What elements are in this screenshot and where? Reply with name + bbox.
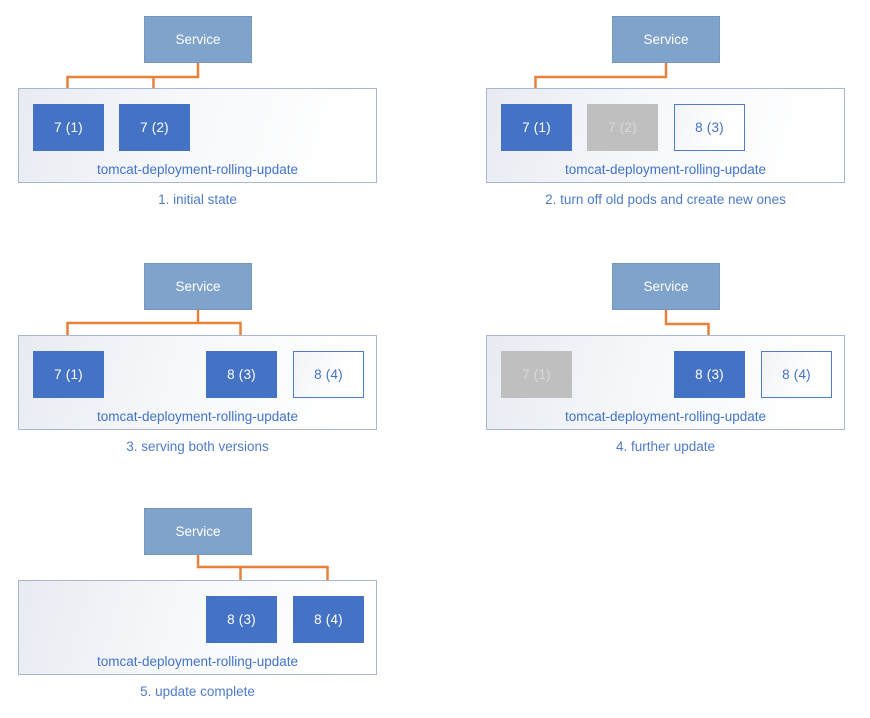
panel-3-serving-both-versions: Service 7 (1) 8 (3) 8 (4) tomcat-deploym… — [0, 247, 435, 487]
service-box: Service — [612, 16, 720, 63]
pod-8-4: 8 (4) — [293, 596, 364, 643]
pod-7-1: 7 (1) — [501, 351, 572, 398]
deployment-label: tomcat-deployment-rolling-update — [96, 409, 299, 424]
service-box: Service — [612, 263, 720, 310]
panel-2-turn-off-old-pods: Service 7 (1) 7 (2) 8 (3) tomcat-deploym… — [435, 0, 870, 240]
deployment-box: 7 (1) 7 (2) 8 (3) tomcat-deployment-roll… — [486, 88, 845, 183]
deployment-box: 7 (1) 7 (2) tomcat-deployment-rolling-up… — [18, 88, 377, 183]
pod-7-1: 7 (1) — [501, 104, 572, 151]
deployment-label: tomcat-deployment-rolling-update — [564, 162, 767, 177]
pod-8-4: 8 (4) — [761, 351, 832, 398]
deployment-label: tomcat-deployment-rolling-update — [564, 409, 767, 424]
pod-8-3: 8 (3) — [674, 351, 745, 398]
panel-1-initial-state: Service 7 (1) 7 (2) tomcat-deployment-ro… — [0, 0, 435, 240]
service-box: Service — [144, 263, 252, 310]
panel-caption: 3. serving both versions — [126, 439, 269, 454]
deployment-box: 7 (1) 8 (3) 8 (4) tomcat-deployment-roll… — [486, 335, 845, 430]
panel-caption: 1. initial state — [158, 192, 237, 207]
pod-7-1: 7 (1) — [33, 104, 104, 151]
pod-8-3: 8 (3) — [206, 351, 277, 398]
deployment-box: 8 (3) 8 (4) tomcat-deployment-rolling-up… — [18, 580, 377, 675]
deployment-label: tomcat-deployment-rolling-update — [96, 654, 299, 669]
panel-5-update-complete: Service 8 (3) 8 (4) tomcat-deployment-ro… — [0, 492, 435, 718]
pod-7-2: 7 (2) — [587, 104, 658, 151]
panel-4-further-update: Service 7 (1) 8 (3) 8 (4) tomcat-deploym… — [435, 247, 870, 487]
pod-7-1: 7 (1) — [33, 351, 104, 398]
panel-caption: 5. update complete — [140, 684, 255, 699]
panel-caption: 2. turn off old pods and create new ones — [545, 192, 786, 207]
deployment-label: tomcat-deployment-rolling-update — [96, 162, 299, 177]
pod-8-3: 8 (3) — [206, 596, 277, 643]
service-box: Service — [144, 16, 252, 63]
service-box: Service — [144, 508, 252, 555]
deployment-box: 7 (1) 8 (3) 8 (4) tomcat-deployment-roll… — [18, 335, 377, 430]
pod-8-3: 8 (3) — [674, 104, 745, 151]
panel-caption: 4. further update — [615, 439, 716, 454]
pod-8-4: 8 (4) — [293, 351, 364, 398]
pod-7-2: 7 (2) — [119, 104, 190, 151]
